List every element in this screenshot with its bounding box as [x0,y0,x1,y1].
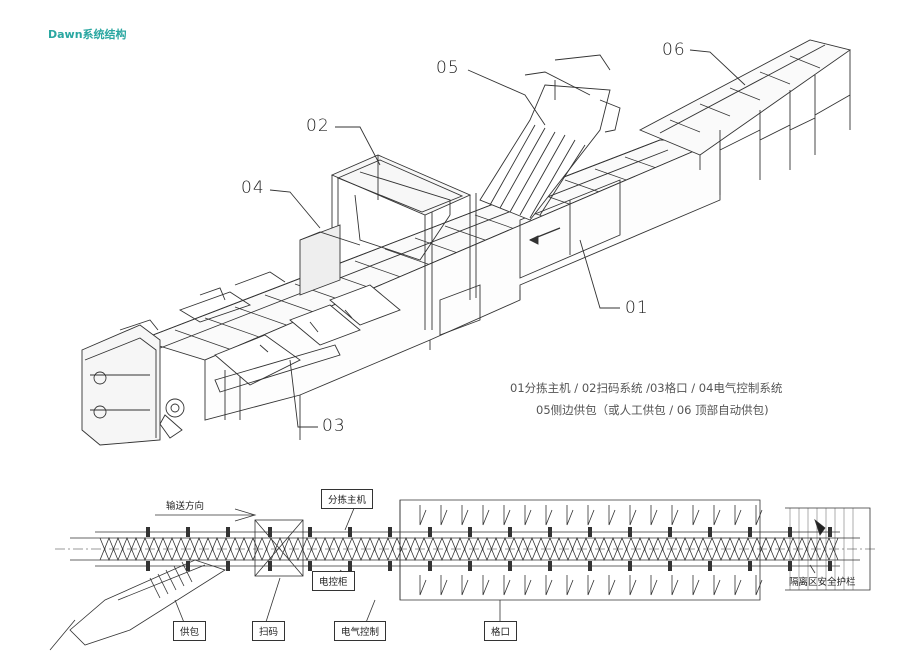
support-post [668,527,672,537]
support-post [308,527,312,537]
chute-divider-bottom [692,575,700,596]
support-post [226,527,230,537]
legend-line-1: 01分拣主机 / 02扫码系统 /03格口 / 04电气控制系统 [510,381,783,395]
support-post [588,527,592,537]
support-post [388,561,392,571]
induction-label: 供包 [173,621,207,641]
page-title: Dawn系统结构 [48,28,127,41]
chute-divider-top [755,505,763,526]
support-post [308,561,312,571]
support-post [268,527,272,537]
chute-divider-bottom [671,575,679,596]
scanning-label: 扫码 [252,621,286,641]
main-sorter-label: 分拣主机 [321,489,374,509]
callout-05: 05 [436,58,460,78]
support-post [708,561,712,571]
chute-divider-top [671,505,679,526]
chute-divider-top [461,505,469,526]
support-post [508,561,512,571]
electrical-control-label: 电气控制 [334,621,387,641]
chute-divider-bottom [587,575,595,596]
support-post [828,561,832,571]
chute-divider-bottom [566,575,574,596]
chute-divider-bottom [713,575,721,596]
support-post [468,561,472,571]
chute-label: 格口 [484,621,518,641]
chute-divider-bottom [419,575,427,596]
chute-divider-top [587,505,595,526]
support-post [548,561,552,571]
support-post [348,527,352,537]
chute-divider-bottom [629,575,637,596]
chute-divider-top [734,505,742,526]
support-post [146,527,150,537]
callout-02: 02 [306,116,330,136]
support-post [748,561,752,571]
support-post [828,527,832,537]
support-post [268,561,272,571]
chute-divider-bottom [608,575,616,596]
control-cabinet-label: 电控柜 [312,571,355,591]
callout-04: 04 [241,178,265,198]
chute-divider-top [629,505,637,526]
support-post [428,561,432,571]
support-post [588,561,592,571]
conveying-direction-label: 输送方向 [166,501,205,512]
chute-divider-top [545,505,553,526]
chute-divider-bottom [503,575,511,596]
chute-divider-top [650,505,658,526]
chute-divider-top [692,505,700,526]
chute-divider-bottom [524,575,532,596]
support-post [348,561,352,571]
support-post [468,527,472,537]
support-post [186,561,190,571]
support-post [186,527,190,537]
chute-divider-bottom [461,575,469,596]
chute-divider-top [419,505,427,526]
chute-divider-top [482,505,490,526]
support-post [508,527,512,537]
callout-03: 03 [322,416,346,436]
chute-divider-bottom [650,575,658,596]
chute-divider-top [524,505,532,526]
support-post [388,527,392,537]
chute-divider-top [566,505,574,526]
support-post [788,561,792,571]
support-post [788,527,792,537]
chute-divider-top [440,505,448,526]
chute-divider-top [503,505,511,526]
support-post [146,561,150,571]
support-post [628,561,632,571]
legend-line-2: 05侧边供包（或人工供包 / 06 顶部自动供包) [536,403,769,417]
guardrail-label: 隔离区安全护栏 [789,577,856,588]
support-post [708,527,712,537]
support-post [548,527,552,537]
support-post [428,527,432,537]
isometric-system-drawing [81,39,852,446]
support-post [226,561,230,571]
chute-divider-bottom [440,575,448,596]
callout-01: 01 [625,298,649,318]
sorter-truss [99,536,839,562]
chute-divider-bottom [545,575,553,596]
support-post [668,561,672,571]
chute-divider-bottom [734,575,742,596]
chute-divider-top [713,505,721,526]
callout-06: 06 [662,40,686,60]
chute-divider-bottom [755,575,763,596]
support-post [628,527,632,537]
chute-divider-bottom [482,575,490,596]
support-post [748,527,752,537]
chute-divider-top [608,505,616,526]
